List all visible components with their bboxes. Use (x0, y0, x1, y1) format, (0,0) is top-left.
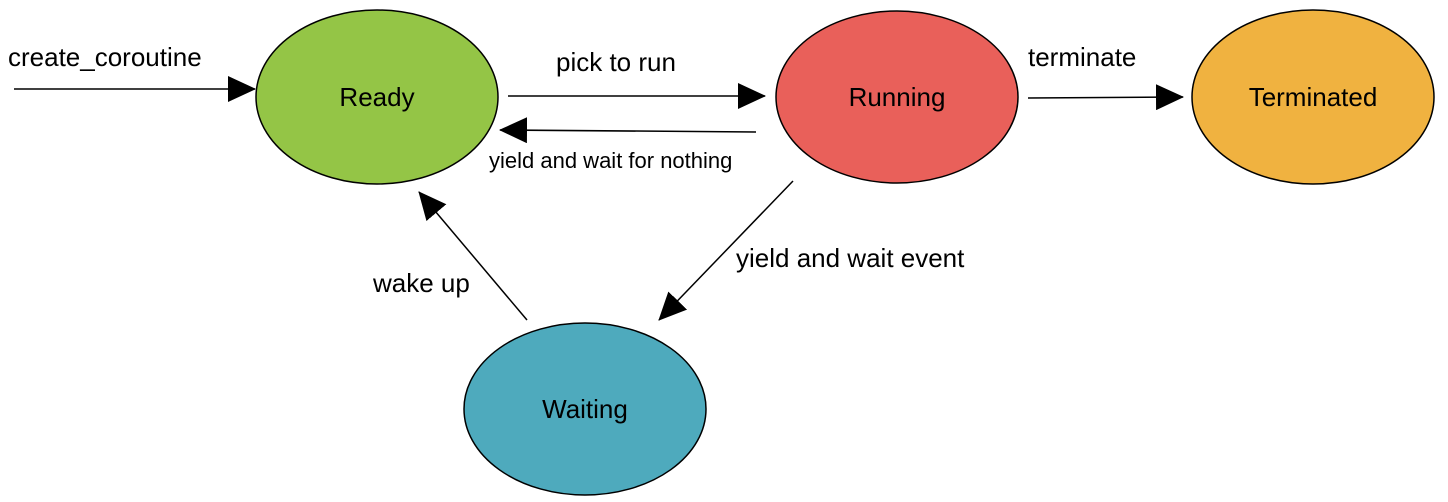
edge-pick-to-run: pick to run (508, 47, 766, 109)
edge-yield-nothing-label: yield and wait for nothing (489, 148, 732, 173)
edge-pick-label: pick to run (556, 47, 676, 77)
edge-create-label: create_coroutine (8, 42, 202, 72)
edge-terminate-line (1027, 84, 1184, 111)
state-waiting-label: Waiting (542, 394, 628, 424)
edge-wake-up: wake up (372, 191, 528, 321)
edge-yield-nothing: yield and wait for nothing (489, 117, 757, 173)
edge-wake-label: wake up (372, 268, 470, 298)
state-ready-shape (255, 9, 499, 185)
edge-create: create_coroutine (8, 42, 256, 102)
state-terminated: Terminated (1191, 9, 1435, 185)
state-ready-label: Ready (339, 82, 414, 112)
edge-yield-event: yield and wait event (658, 180, 965, 321)
edge-yield-nothing-line (499, 117, 757, 144)
state-running-shape (775, 10, 1019, 184)
state-ready: Ready (255, 9, 499, 185)
edge-terminate-label: terminate (1028, 42, 1136, 72)
state-waiting: Waiting (463, 322, 707, 496)
edge-yield-event-label: yield and wait event (736, 243, 965, 273)
state-running: Running (775, 10, 1019, 184)
edge-yield-event-line (658, 180, 794, 321)
state-terminated-shape (1191, 9, 1435, 185)
state-running-label: Running (849, 82, 946, 112)
edge-wake-line (418, 191, 528, 321)
edge-terminate: terminate (1027, 42, 1184, 111)
state-terminated-label: Terminated (1249, 82, 1378, 112)
state-waiting-shape (463, 322, 707, 496)
